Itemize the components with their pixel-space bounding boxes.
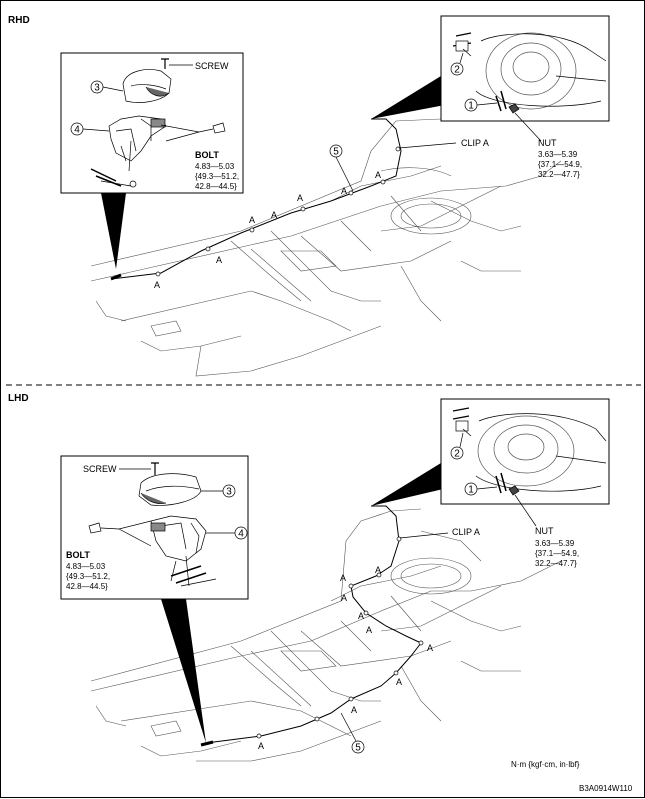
- svg-text:2: 2: [454, 65, 460, 76]
- rhd-screw-label: SCREW: [195, 61, 229, 71]
- svg-text:32.2—47.7}: 32.2—47.7}: [538, 170, 580, 179]
- svg-text:{49.3—51.2,: {49.3—51.2,: [195, 172, 239, 181]
- svg-text:4.83—5.03: 4.83—5.03: [195, 162, 235, 171]
- svg-text:3: 3: [94, 83, 100, 94]
- svg-text:A: A: [396, 677, 402, 687]
- lhd-clip-markers: A A A A A A A A A: [258, 565, 433, 751]
- rhd-section-title: RHD: [8, 15, 30, 26]
- lhd-clip-points: [256, 536, 424, 739]
- rhd-lever-detail-box: SCREW 3 4 BOLT 4.83—5.03 {49.3—51.2, 42.…: [60, 52, 244, 194]
- svg-text:1: 1: [468, 101, 474, 112]
- lhd-screw-label: SCREW: [83, 464, 117, 474]
- svg-text:A: A: [341, 186, 347, 196]
- svg-text:5: 5: [333, 147, 339, 158]
- svg-text:42.8—44.5}: 42.8—44.5}: [195, 182, 237, 191]
- svg-text:A: A: [341, 593, 347, 603]
- rhd-clip-a-leader: [398, 142, 457, 149]
- svg-text:A: A: [249, 215, 255, 225]
- lhd-cable-end-detail-box: 2 1: [440, 398, 610, 505]
- lhd-section-title: LHD: [8, 393, 29, 404]
- svg-text:A: A: [366, 625, 372, 635]
- rhd-detail-pointer-left: [101, 193, 126, 269]
- rhd-clip-points: [155, 146, 401, 277]
- rhd-bolt-label: BOLT: [195, 150, 219, 160]
- lhd-bolt-label: BOLT: [66, 550, 90, 560]
- svg-text:{37.1—54.9,: {37.1—54.9,: [538, 160, 582, 169]
- svg-text:A: A: [375, 565, 381, 575]
- rhd-nut-label: NUT: [538, 138, 557, 148]
- lhd-callout-5: [351, 740, 365, 754]
- lhd-clip-a-leader: [399, 532, 449, 539]
- svg-text:{37.1—54.9,: {37.1—54.9,: [535, 549, 579, 558]
- rhd-clip-a-label: CLIP A: [461, 138, 489, 148]
- svg-text:3: 3: [226, 487, 232, 498]
- svg-text:A: A: [427, 643, 433, 653]
- svg-text:A: A: [258, 741, 264, 751]
- svg-text:3.63—5.39: 3.63—5.39: [538, 150, 578, 159]
- svg-text:42.8—44.5}: 42.8—44.5}: [66, 582, 108, 591]
- svg-text:A: A: [375, 170, 381, 180]
- svg-text:A: A: [297, 193, 303, 203]
- svg-text:4: 4: [74, 125, 80, 136]
- lhd-detail-pointer-left: [161, 599, 206, 743]
- svg-text:A: A: [351, 705, 357, 715]
- svg-text:2: 2: [454, 449, 460, 460]
- svg-text:5: 5: [355, 743, 361, 754]
- svg-text:A: A: [358, 611, 364, 621]
- units-note: N·m {kgf·cm, in·lbf}: [511, 760, 580, 769]
- rhd-cable-end-detail-box: 2 1: [440, 15, 610, 122]
- lhd-floor-body: [90, 508, 562, 762]
- svg-text:A: A: [154, 280, 160, 290]
- svg-text:A: A: [216, 255, 222, 265]
- svg-text:4.83—5.03: 4.83—5.03: [66, 562, 106, 571]
- lhd-lever-detail-box: SCREW 3 4 BOLT 4.83—5.03 {49.3—51.2, 42.…: [60, 455, 249, 600]
- rhd-clip-markers: A A A A A A A: [154, 170, 381, 290]
- svg-text:4: 4: [238, 529, 244, 540]
- figure-code: B3A0914W110: [579, 784, 633, 793]
- svg-text:A: A: [271, 210, 277, 220]
- lhd-clip-a-label: CLIP A: [452, 527, 480, 537]
- lhd-nut-label: NUT: [535, 526, 554, 536]
- rhd-floor-body: [90, 118, 562, 377]
- svg-text:{49.3—51.2,: {49.3—51.2,: [66, 572, 110, 581]
- svg-text:1: 1: [468, 485, 474, 496]
- svg-text:3.63—5.39: 3.63—5.39: [535, 539, 575, 548]
- lhd-detail-pointer-right: [371, 463, 456, 506]
- svg-text:A: A: [340, 573, 346, 583]
- lhd-parking-brake-cable: [200, 505, 422, 747]
- svg-text:32.2—47.7}: 32.2—47.7}: [535, 559, 577, 568]
